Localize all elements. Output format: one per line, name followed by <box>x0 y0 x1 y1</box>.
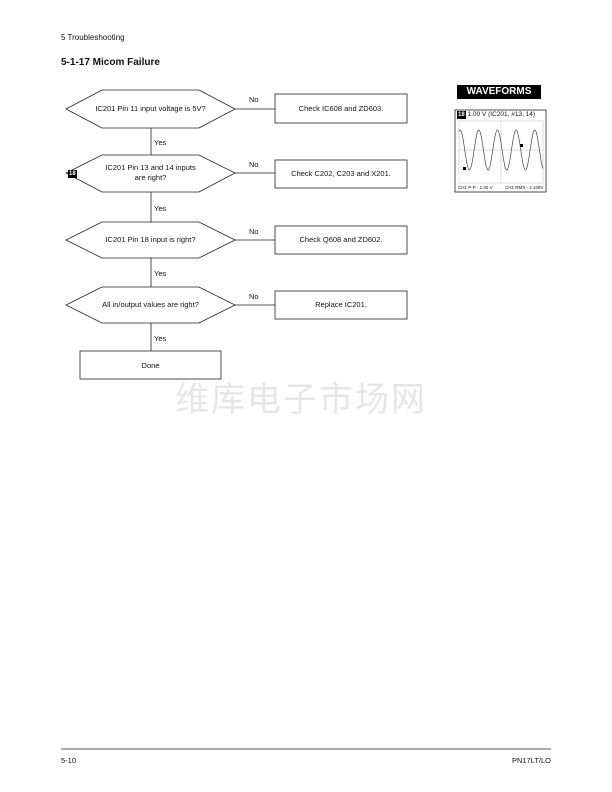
yes-label: Yes <box>154 269 167 278</box>
no-label: No <box>249 227 259 236</box>
model-number: PN17LT/LO <box>511 756 551 765</box>
waveform-badge: 18 <box>457 111 466 119</box>
waveform-frame <box>454 109 547 193</box>
yes-label: Yes <box>154 204 167 213</box>
done-box <box>79 350 222 380</box>
section-header: 5 Troubleshooting <box>61 33 125 42</box>
decision-1-text: IC201 Pin 11 input voltage is 5V? <box>95 104 206 113</box>
waveforms-title: WAVEFORMS <box>457 85 541 99</box>
decision-3-text: IC201 Pin 18 input is right? <box>105 235 196 244</box>
action-4-text: Replace IC201. <box>315 300 367 309</box>
waveform-ref-badge: 18 <box>68 170 77 178</box>
page-title: 5-1-17 Micom Failure <box>61 57 160 68</box>
decision-4-text: All in/output values are right? <box>102 300 199 309</box>
waveform-trace <box>458 129 544 171</box>
action-1-text: Check IC608 and ZD603. <box>298 104 384 113</box>
done-text: Done <box>141 361 160 370</box>
ch1-rms: CH1 RMS - 2.108V <box>505 185 544 190</box>
action-2-text: Check C202, C203 and X201. <box>291 169 391 178</box>
waveform-caption: 18 1.00 V (IC201, #13, 14) <box>457 111 535 119</box>
yes-label: Yes <box>154 138 167 147</box>
waveform-marker <box>520 144 523 147</box>
no-label: No <box>249 292 259 301</box>
decision-2-text-line2: are right? <box>134 173 167 182</box>
waveform-caption-text: 1.00 V (IC201, #13, 14) <box>467 111 536 118</box>
yes-label: Yes <box>154 334 167 343</box>
no-label: No <box>249 160 259 169</box>
ch1-pp: CH1 P-P - 1.00 V <box>458 185 493 190</box>
decision-2-text-line1: IC201 Pin 13 and 14 inputs <box>105 163 196 172</box>
action-3-text: Check Q608 and ZD602. <box>299 235 383 244</box>
no-label: No <box>249 95 259 104</box>
action-1-box <box>274 93 408 124</box>
action-2-box <box>274 159 408 189</box>
page-number: 5-10 <box>61 756 77 765</box>
waveform-grid <box>458 120 544 184</box>
watermark: 维库电子市场网 <box>175 380 427 420</box>
waveform-marker <box>463 167 466 170</box>
